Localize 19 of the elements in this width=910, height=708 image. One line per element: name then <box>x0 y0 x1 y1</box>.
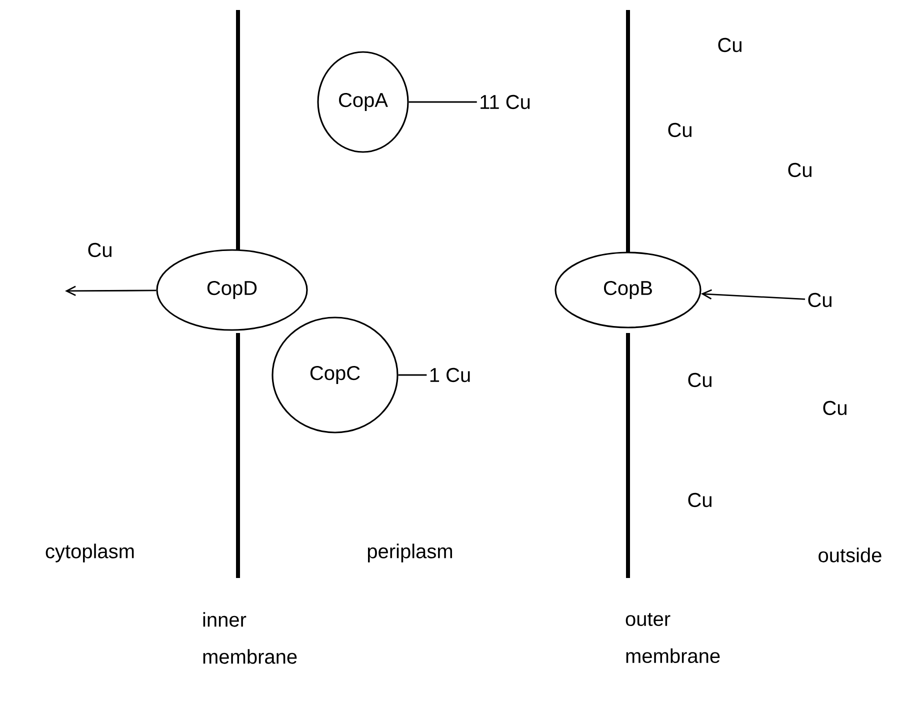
connector-line <box>408 101 477 103</box>
region-label: cytoplasm <box>46 544 134 562</box>
connector-line <box>398 374 427 376</box>
copper-label: 11 Cu <box>480 94 530 110</box>
copper-label: Cu <box>688 492 712 508</box>
copper-label: Cu <box>718 38 742 52</box>
arrow <box>700 289 806 300</box>
copper-label: Cu <box>808 292 832 308</box>
copper-label: Cu <box>788 162 812 178</box>
copper-label: Cu <box>823 400 846 416</box>
region-label: outer membrane <box>626 612 720 664</box>
arrow <box>65 286 156 296</box>
region-label: periplasm <box>368 544 452 562</box>
copper-label: Cu <box>668 122 692 138</box>
region-label: inner membrane <box>203 612 297 664</box>
edge-label: Cu <box>86 242 114 258</box>
region-label: outside <box>818 548 882 562</box>
copper-label: Cu <box>688 372 712 388</box>
copper-label: 1 Cu <box>430 368 470 382</box>
